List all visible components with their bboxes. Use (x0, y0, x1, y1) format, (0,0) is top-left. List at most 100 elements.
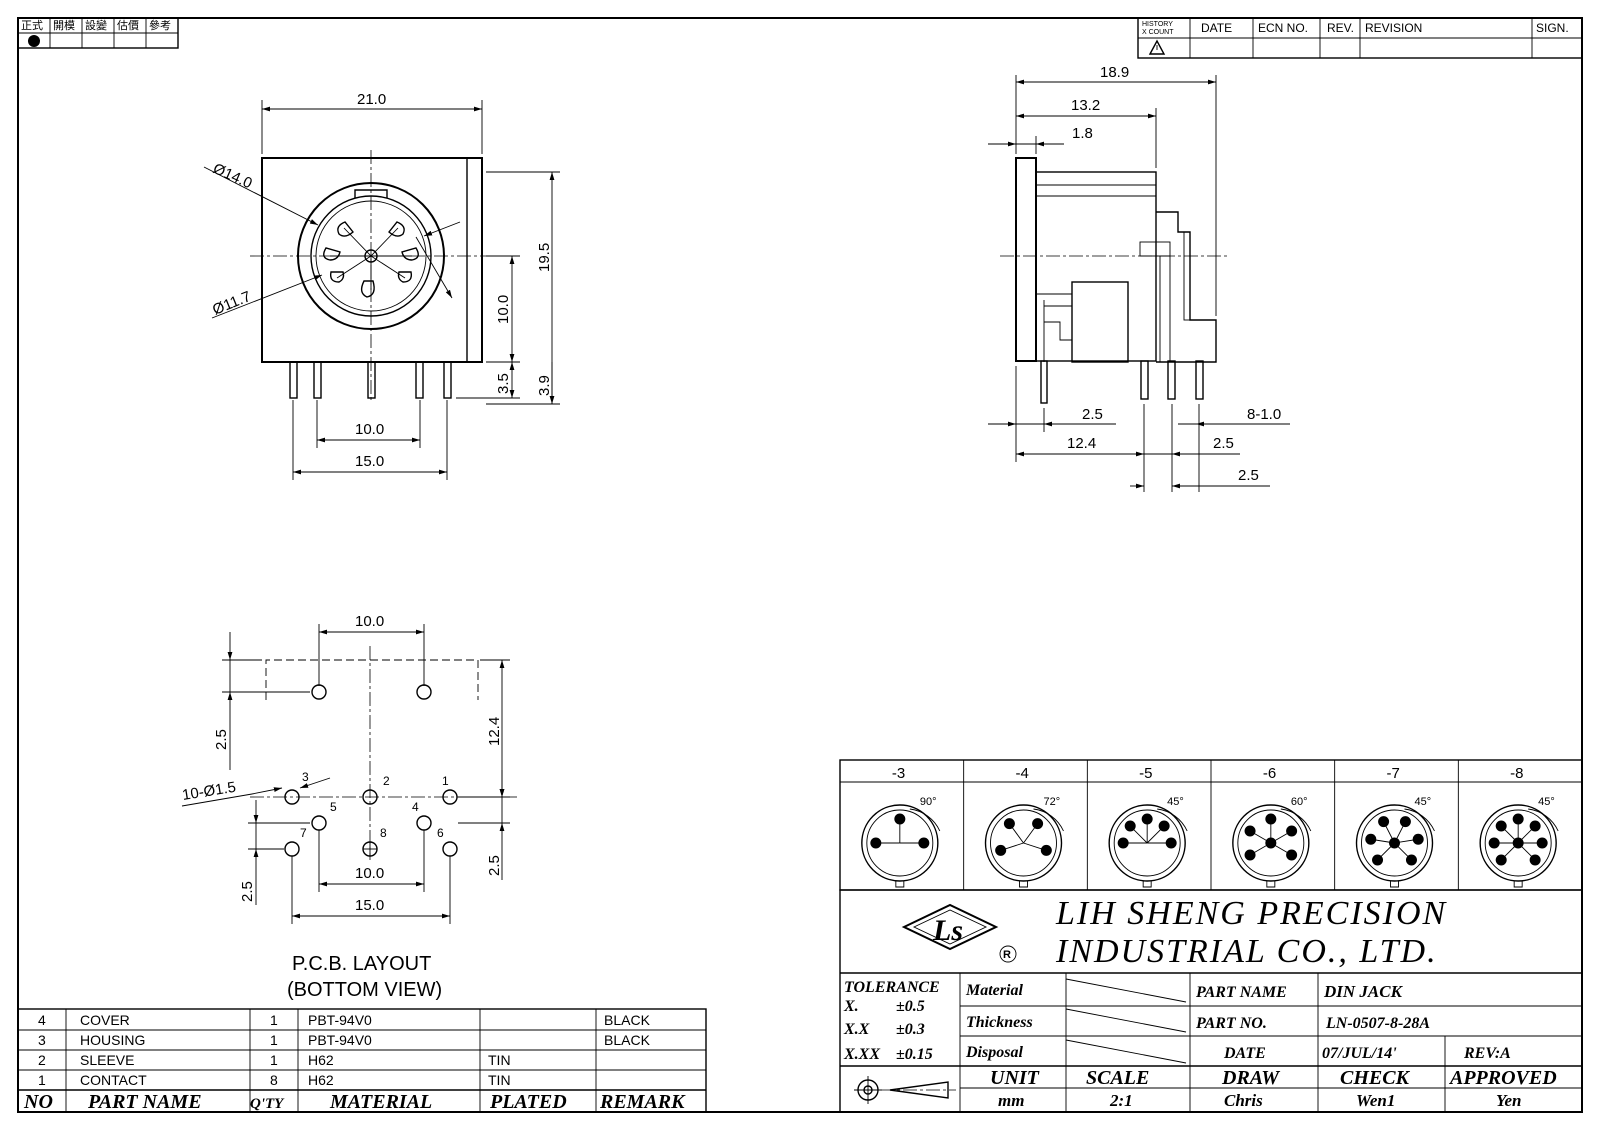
dim-height: 19.5 (536, 243, 553, 272)
pcb-dimensions: 10.0 12.4 2.5 10-Ø1.5 2.5 2.5 10.0 (181, 613, 510, 1001)
dim-pcb-bottom-spacing: 10.0 (355, 865, 384, 882)
history-label: HISTORY (1142, 21, 1173, 28)
part-no-label: PART NO. (1195, 1015, 1267, 1032)
bom-header-part-name: PART NAME (87, 1091, 202, 1113)
pin-dot (1399, 816, 1411, 828)
dim-hole-diameter: 10-Ø1.5 (181, 779, 237, 804)
approval-stamp-box: 正式 開模 設變 估價 參考 (17, 17, 179, 49)
draw-label: DRAW (1221, 1067, 1280, 1089)
pin-dot (1032, 818, 1044, 830)
company-logo: Ls R (901, 903, 1017, 963)
din-pinout-icon: 45° (1108, 796, 1188, 888)
bom-cell: CONTACT (80, 1072, 147, 1088)
stamp-label: 參考 (149, 18, 171, 32)
svg-text:R: R (1003, 949, 1011, 961)
revision-block: HISTORY X COUNT DATE ECN NO. REV. REVISI… (1137, 17, 1583, 59)
pin-dot (1265, 813, 1277, 825)
bom-cell: 1 (38, 1072, 46, 1088)
variant-header: -5 (1139, 765, 1152, 782)
dim-pin-diameter: 8-1.0 (1247, 406, 1281, 423)
din-pinout-icon: 90° (861, 796, 941, 888)
pcb-caption-sub: (BOTTOM VIEW) (287, 979, 442, 1001)
part-no-value: LN-0507-8-28A (1325, 1015, 1430, 1032)
part-name-value: DIN JACK (1323, 982, 1404, 1001)
pin-dot (1529, 820, 1541, 832)
bom-cell: TIN (488, 1052, 511, 1068)
pin-label-4: 4 (412, 800, 419, 814)
front-view (250, 150, 488, 402)
bom-header-material: MATERIAL (329, 1091, 432, 1113)
date-label: DATE (1223, 1045, 1266, 1062)
unit-value: mm (998, 1091, 1024, 1110)
dim-pcb-outer-spacing: 15.0 (355, 897, 384, 914)
pcb-layout: 1 2 3 4 5 6 7 8 (250, 646, 520, 860)
date-value: 07/JUL/14' (1322, 1045, 1397, 1062)
variant-angle: 72° (1044, 796, 1061, 808)
bom-cell: PBT-94V0 (308, 1012, 372, 1028)
bom-cell: COVER (80, 1012, 130, 1028)
pcb-caption: P.C.B. LAYOUT (292, 953, 431, 975)
bom-cell: 4 (38, 1012, 46, 1028)
tolerance-xx-key: X.X (843, 1021, 870, 1038)
dim-outer-pin-spacing: 15.0 (355, 453, 384, 470)
dim-pcb-row-offset: 2.5 (239, 881, 256, 902)
tolerance-xx-value: ±0.3 (896, 1021, 925, 1038)
pin-dot (1512, 837, 1524, 849)
bom-cell: BLACK (604, 1032, 651, 1048)
tolerance-xxx-key: X.XX (843, 1046, 880, 1063)
dim-flange: 1.8 (1072, 125, 1093, 142)
bom-cell: 1 (270, 1052, 278, 1068)
company-name-line1: LIH SHENG PRECISION (1055, 895, 1448, 932)
variant-angle: 90° (920, 796, 937, 808)
dim-pcb-height: 12.4 (486, 717, 503, 746)
pin-dot (918, 837, 930, 849)
approved-label: APPROVED (1448, 1067, 1557, 1089)
pin-variants-table: -390°-472°-545°-660°-745°-845° (839, 759, 1583, 891)
din-pinout-icon: 45° (1479, 796, 1559, 888)
bom-cell: 3 (38, 1032, 46, 1048)
tolerance-x-key: X. (843, 998, 859, 1015)
pin-dot (1512, 813, 1524, 825)
unit-label: UNIT (990, 1067, 1040, 1089)
dim-pin-spacing: 10.0 (355, 421, 384, 438)
stamp-label: 估價 (117, 18, 139, 32)
pin-dot (1158, 820, 1170, 832)
bom-cell: 1 (270, 1032, 278, 1048)
check-value: Wen1 (1356, 1091, 1395, 1110)
pin-label-7: 7 (300, 826, 307, 840)
scale-value: 2:1 (1109, 1091, 1133, 1110)
variant-angle: 60° (1291, 796, 1308, 808)
scale-label: SCALE (1086, 1067, 1149, 1089)
dim-pin-pitch-2: 2.5 (1238, 467, 1259, 484)
bom-cell: HOUSING (80, 1032, 145, 1048)
stamp-label: 正式 (21, 19, 43, 32)
bom-header-plated: PLATED (489, 1091, 567, 1113)
dim-pcb-left-offset: 2.5 (213, 729, 230, 750)
revision-value: REV:A (1463, 1045, 1511, 1062)
pin-dot (1117, 837, 1129, 849)
xcount-label: X COUNT (1142, 29, 1174, 36)
projection-symbol-icon (854, 1076, 956, 1104)
part-name-label: PART NAME (1195, 984, 1287, 1001)
svg-text:Ls: Ls (932, 914, 963, 947)
sign-col-label: SIGN. (1536, 21, 1569, 35)
bom-cell: H62 (308, 1052, 334, 1068)
din-pinout-icon: 45° (1355, 796, 1435, 888)
material-label: Material (965, 982, 1023, 999)
variant-angle: 45° (1538, 796, 1555, 808)
pin-label-2: 2 (383, 774, 390, 788)
ecn-col-label: ECN NO. (1258, 21, 1308, 35)
variant-angle: 45° (1167, 796, 1184, 808)
bom-cell: 1 (270, 1012, 278, 1028)
pin-label-6: 6 (437, 826, 444, 840)
pin-dot (1040, 844, 1052, 856)
variant-header: -7 (1387, 765, 1400, 782)
date-col-label: DATE (1201, 21, 1232, 35)
pin-dot (1286, 825, 1298, 837)
dim-outer-diameter: Ø14.0 (210, 160, 254, 192)
check-label: CHECK (1340, 1067, 1411, 1089)
pin-dot (1244, 825, 1256, 837)
stamp-label: 開模 (53, 19, 75, 32)
